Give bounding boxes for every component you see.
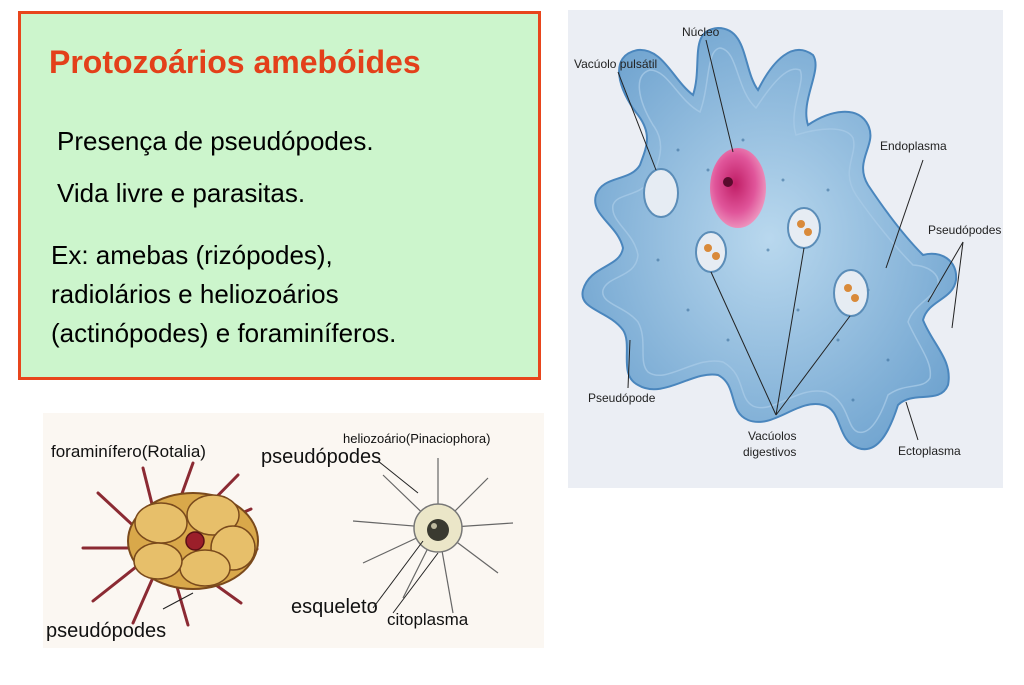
protists-diagram: foraminífero(Rotalia) pseudópodes helioz… xyxy=(43,413,544,648)
examples-line-2: radiolários e heliozoários xyxy=(51,279,339,309)
label-vacuolos: Vacúolos xyxy=(748,429,796,443)
label-pseudopodes-bottom: pseudópodes xyxy=(46,620,166,642)
examples-line-3: (actinópodes) e foraminíferos. xyxy=(51,318,397,348)
protists-illustration: foraminífero(Rotalia) pseudópodes helioz… xyxy=(46,431,514,642)
amoeba-body xyxy=(581,26,958,451)
nucleus xyxy=(710,148,766,228)
amoeba-diagram: Núcleo Vacúolo pulsátil Endoplasma Pseud… xyxy=(568,10,1003,488)
feature-lifestyle: Vida livre e parasitas. xyxy=(57,178,306,208)
label-pseudopodes-top: pseudópodes xyxy=(261,446,381,468)
protist-leader-lines xyxy=(162,460,439,614)
foraminifera-shell xyxy=(127,492,259,590)
amoeba-illustration: Núcleo Vacúolo pulsátil Endoplasma Pseud… xyxy=(574,25,1001,459)
examples-text: Ex: amebas (rizópodes), radiolários e he… xyxy=(51,236,396,353)
label-heliozoario: heliozoário(Pinaciophora) xyxy=(343,431,490,446)
label-pseudopodes: Pseudópodes xyxy=(928,223,1001,237)
label-esqueleto: esqueleto xyxy=(291,596,378,618)
feature-pseudopods: Presença de pseudópodes. xyxy=(57,126,374,156)
label-digestivos: digestivos xyxy=(743,445,796,459)
label-foraminifero: foraminífero(Rotalia) xyxy=(51,442,206,461)
examples-line-1: Ex: amebas (rizópodes), xyxy=(51,240,333,270)
digestive-vacuoles xyxy=(695,207,869,317)
leader-lines xyxy=(617,39,964,441)
contractile-vacuole xyxy=(643,168,679,218)
heliozoan-body xyxy=(413,503,463,553)
slide-title: Protozoários amebóides xyxy=(49,44,421,80)
label-pseudopode: Pseudópode xyxy=(588,391,656,405)
label-nucleo: Núcleo xyxy=(682,25,720,39)
label-endoplasma: Endoplasma xyxy=(880,139,947,153)
label-vacuolo-pulsatil: Vacúolo pulsátil xyxy=(574,57,657,71)
label-citoplasma: citoplasma xyxy=(387,610,469,629)
label-ectoplasma: Ectoplasma xyxy=(898,444,961,458)
summary-box: Protozoários amebóides Presença de pseud… xyxy=(18,11,541,380)
